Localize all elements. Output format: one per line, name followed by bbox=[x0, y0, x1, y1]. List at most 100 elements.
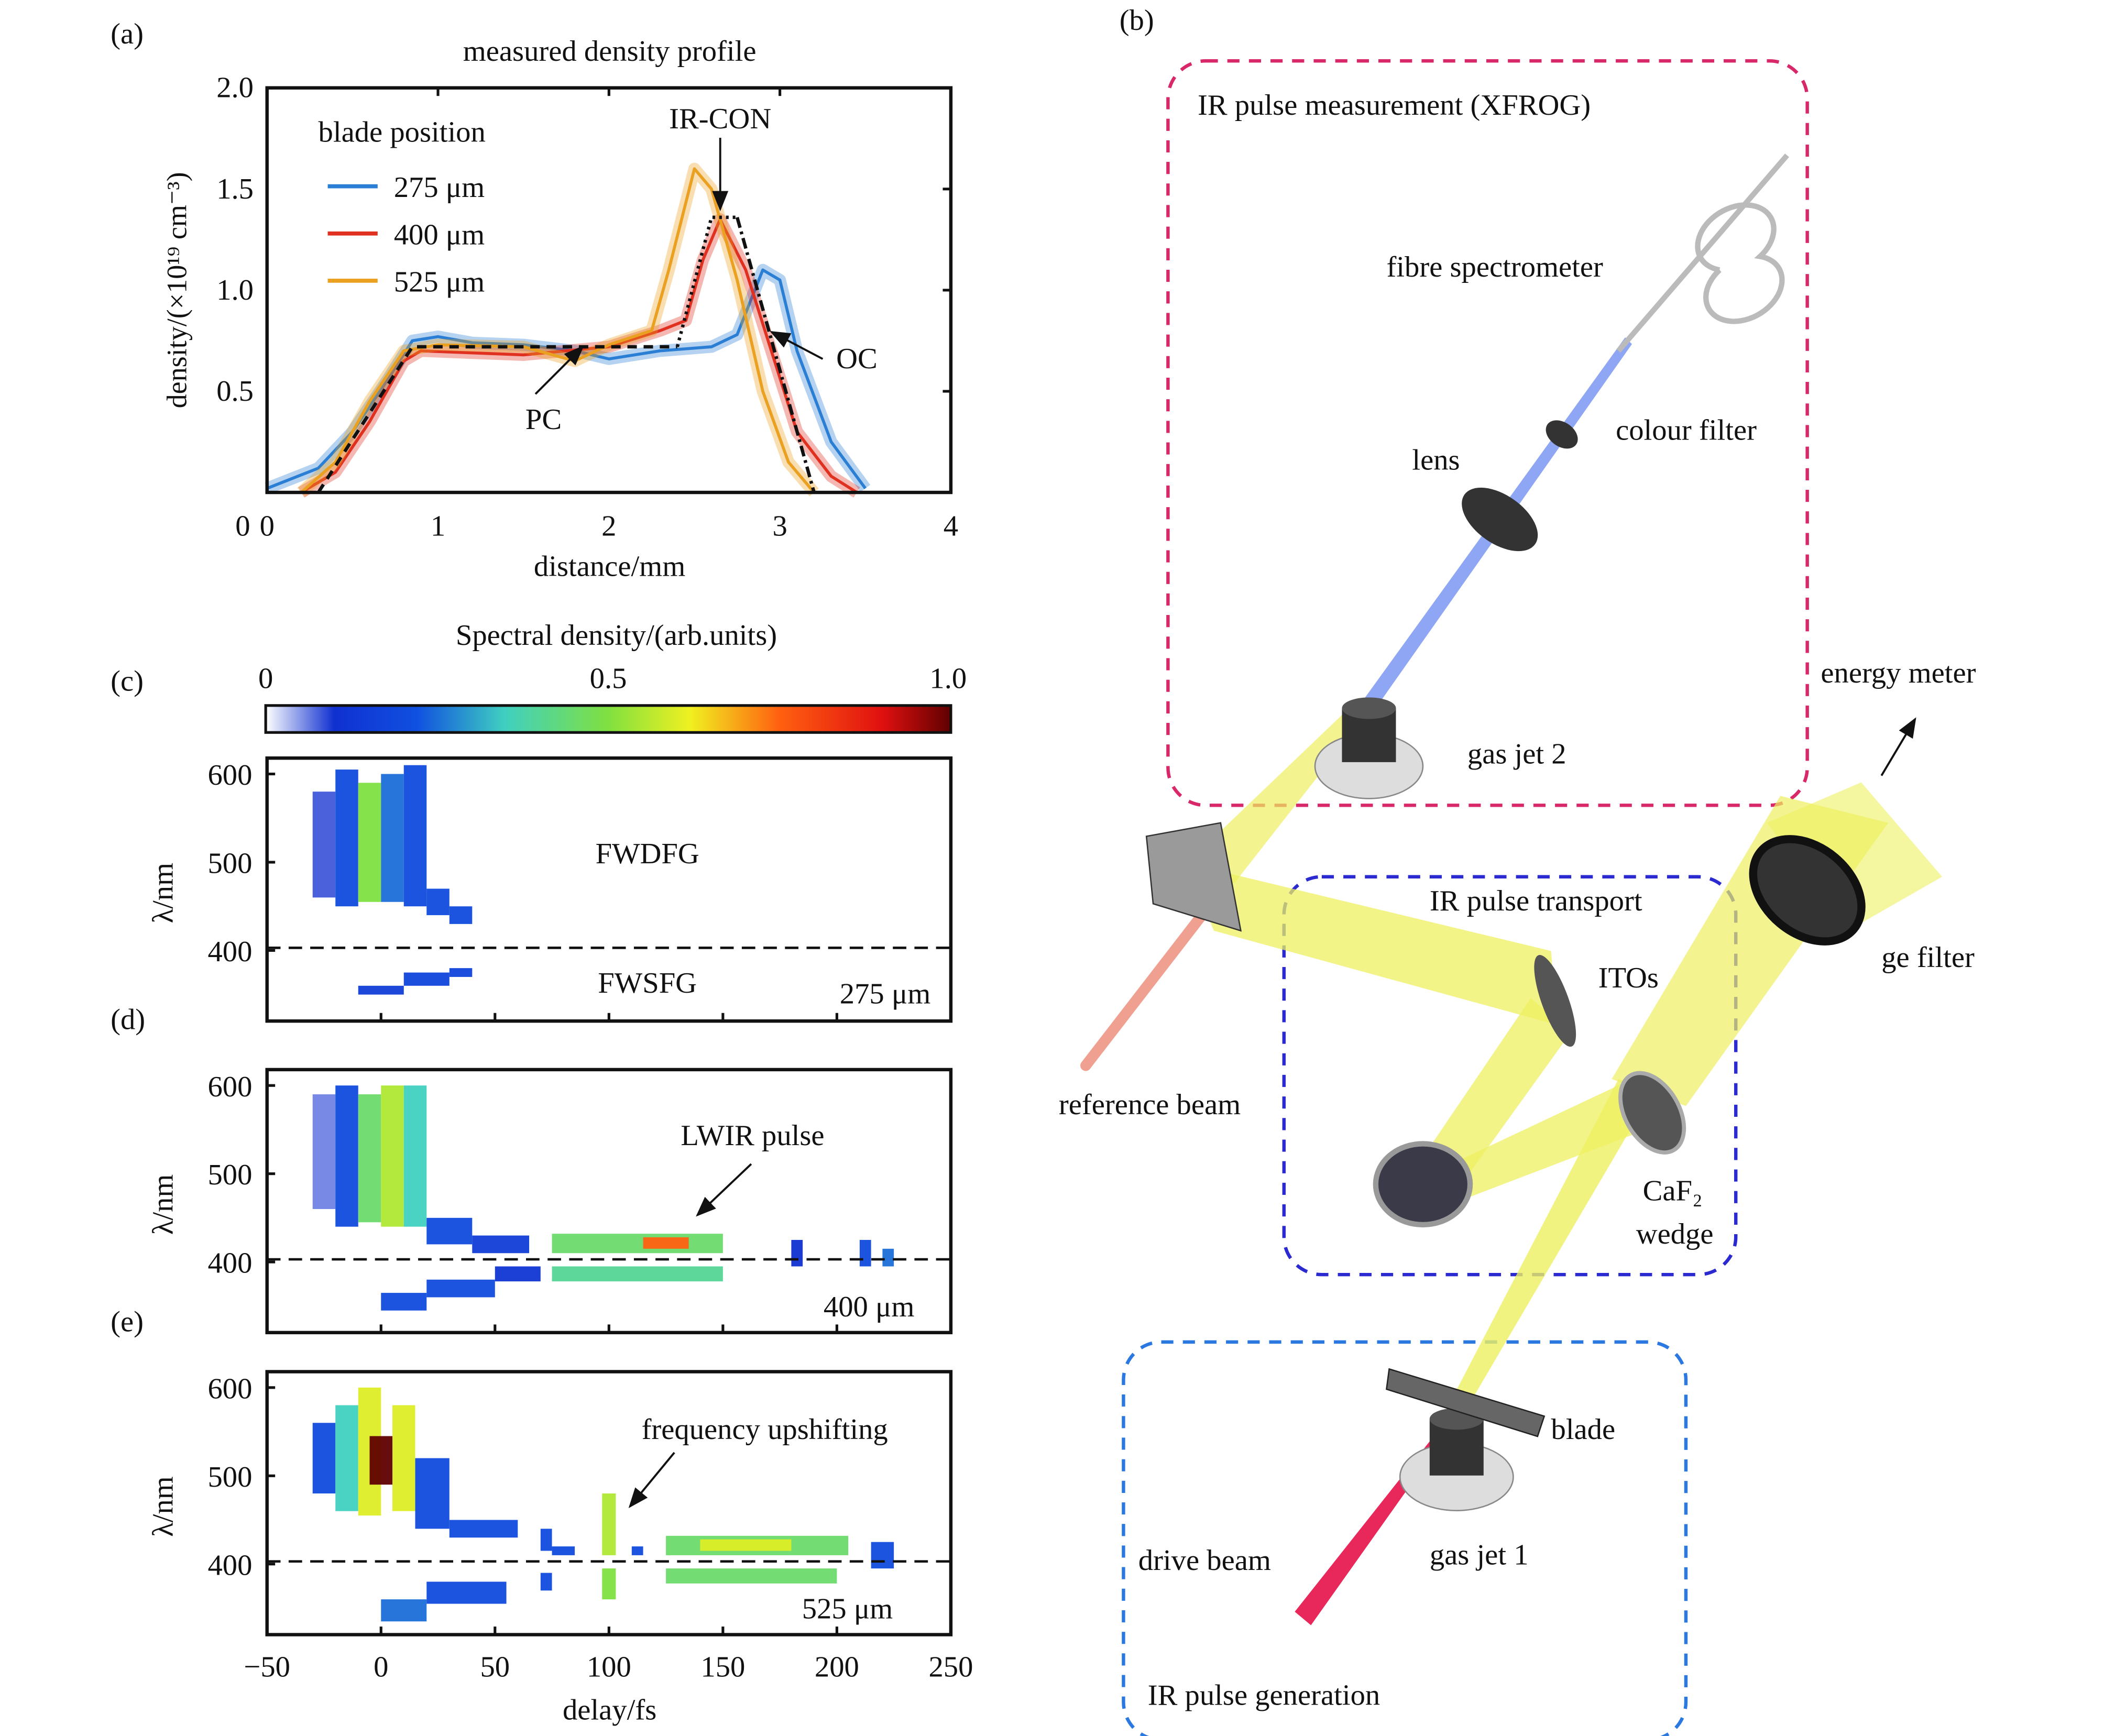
label-itos: ITOs bbox=[1598, 962, 1659, 994]
x-axis-label-a: distance/mm bbox=[534, 551, 685, 583]
panel-label-e: (e) bbox=[111, 1305, 144, 1338]
heatmap-cell bbox=[859, 1239, 871, 1267]
ito-mirror bbox=[1534, 955, 1576, 1047]
y-tick-label: 500 bbox=[207, 1159, 252, 1191]
generation-box bbox=[1122, 1340, 1688, 1736]
fibre-coil bbox=[1616, 153, 1789, 353]
energy-meter-arrow bbox=[1880, 717, 1916, 776]
heatmap-cell bbox=[631, 1546, 643, 1555]
y-tick-label: 400 bbox=[207, 1549, 252, 1581]
heatmap-cell bbox=[426, 888, 450, 916]
legend-label: 525 μm bbox=[394, 266, 485, 298]
label-lens: lens bbox=[1412, 444, 1460, 476]
model-dashed-line bbox=[316, 345, 677, 493]
heatmap-cell bbox=[312, 1094, 336, 1210]
x-tick-label: 0 bbox=[260, 510, 275, 542]
heatmap-cell bbox=[602, 1493, 616, 1555]
heatmap-cell bbox=[312, 1423, 336, 1493]
heatmap-cell bbox=[426, 1217, 473, 1245]
heatmap-cell bbox=[358, 1094, 381, 1223]
heatmap-cell bbox=[495, 1266, 541, 1282]
y-tick-label: 500 bbox=[207, 1461, 252, 1493]
y-tick-label: 400 bbox=[207, 1247, 252, 1280]
gas-jet-2-nozzle bbox=[1314, 697, 1424, 799]
colorbar-tick: 1.0 bbox=[929, 662, 967, 695]
heatmap-cell bbox=[392, 1405, 415, 1511]
legend-label: 400 μm bbox=[394, 218, 485, 251]
parabolic-mirror bbox=[1145, 822, 1242, 932]
gas-jet-1-nozzle bbox=[1399, 1408, 1514, 1511]
y-axis-label: λ/nm bbox=[147, 1476, 180, 1537]
heatmap-cell bbox=[472, 1235, 530, 1254]
y-tick-label: 600 bbox=[207, 1071, 252, 1103]
heatmap-cell bbox=[449, 968, 473, 977]
y-axis-label-a: density/(×10¹⁹ cm⁻³) bbox=[161, 172, 192, 408]
heatmap-cell bbox=[312, 792, 336, 898]
ir-beam-in bbox=[1450, 1079, 1652, 1403]
legend-label: 275 μm bbox=[394, 171, 485, 204]
label-gas-jet-1: gas jet 1 bbox=[1430, 1539, 1529, 1572]
ge-filter-optic bbox=[1749, 835, 1866, 946]
heatmap-cell bbox=[426, 1581, 507, 1604]
ir-beam-long bbox=[1187, 863, 1558, 1025]
x-tick-label: 1 bbox=[431, 510, 445, 542]
arrow-lwir bbox=[696, 1163, 752, 1217]
heatmap-cell bbox=[449, 1520, 518, 1538]
heatmap-cell bbox=[666, 1568, 837, 1584]
arrow-pc bbox=[534, 345, 584, 395]
blade-optic bbox=[1386, 1368, 1546, 1437]
annotation-oc: OC bbox=[836, 343, 878, 375]
heatmap-cell bbox=[449, 906, 473, 924]
heatmap-cell bbox=[552, 1546, 575, 1555]
caf2-wedge-optic bbox=[1618, 1071, 1686, 1155]
transport-box bbox=[1282, 875, 1738, 1277]
label-energy-meter: energy meter bbox=[1821, 657, 1976, 689]
heatmap-cell bbox=[700, 1539, 792, 1551]
heatmap-cell bbox=[415, 1458, 450, 1529]
ir-beam-to-jet2 bbox=[1187, 715, 1356, 884]
x-tick-label: 3 bbox=[772, 510, 787, 542]
panel-label-b: (b) bbox=[1120, 4, 1154, 37]
colorbar-label: Spectral density/(arb.units) bbox=[456, 619, 777, 652]
series-line-0 bbox=[266, 268, 867, 490]
y-tick-label: 400 bbox=[207, 936, 252, 968]
y-tick-label: 600 bbox=[207, 1372, 252, 1405]
setup-diagram: (b) IR pulse measurement (XFROG) fibre s… bbox=[1059, 4, 1976, 1736]
model-dotted-line bbox=[675, 215, 738, 347]
label-measurement: IR pulse measurement (XFROG) bbox=[1198, 89, 1591, 122]
x-tick-label: −50 bbox=[244, 1651, 290, 1683]
heatmap-cell bbox=[552, 1266, 723, 1282]
y-tick-label: 500 bbox=[207, 848, 252, 880]
panel-label-d: (d) bbox=[111, 1004, 145, 1036]
colour-filter-optic bbox=[1546, 420, 1578, 449]
label-colour-filter: colour filter bbox=[1616, 414, 1757, 447]
label-frequency-upshifting: frequency upshifting bbox=[642, 1413, 888, 1446]
x-tick-label: 200 bbox=[815, 1651, 859, 1683]
colorbar-tick: 0.5 bbox=[590, 662, 627, 695]
energy-meter-cylinder bbox=[1767, 782, 1943, 931]
x-tick-label: 100 bbox=[587, 1651, 631, 1683]
y-tick-label: 1.0 bbox=[216, 274, 254, 306]
model-dashdot-line bbox=[735, 217, 816, 493]
series-line-2 bbox=[300, 167, 816, 494]
y-tick-label: 2.0 bbox=[216, 72, 254, 104]
heatmap-cell bbox=[602, 1568, 616, 1600]
plot-a-frame bbox=[265, 86, 953, 495]
arrow-upshift bbox=[628, 1452, 675, 1508]
heatmap-cell bbox=[552, 1234, 723, 1254]
heatmap-cell bbox=[540, 1573, 552, 1591]
label-transport: IR pulse transport bbox=[1430, 885, 1642, 917]
legend: 275 μm 400 μm 525 μm bbox=[327, 171, 485, 298]
panel-label-a: (a) bbox=[111, 18, 144, 50]
x-tick-label: 150 bbox=[700, 1651, 745, 1683]
heatmap-cell bbox=[381, 1599, 427, 1622]
mirror-lower bbox=[1373, 1141, 1473, 1228]
label-lwir-pulse: LWIR pulse bbox=[681, 1119, 824, 1152]
heatmap-cell bbox=[381, 1085, 404, 1227]
heatmap-cell bbox=[358, 985, 404, 995]
